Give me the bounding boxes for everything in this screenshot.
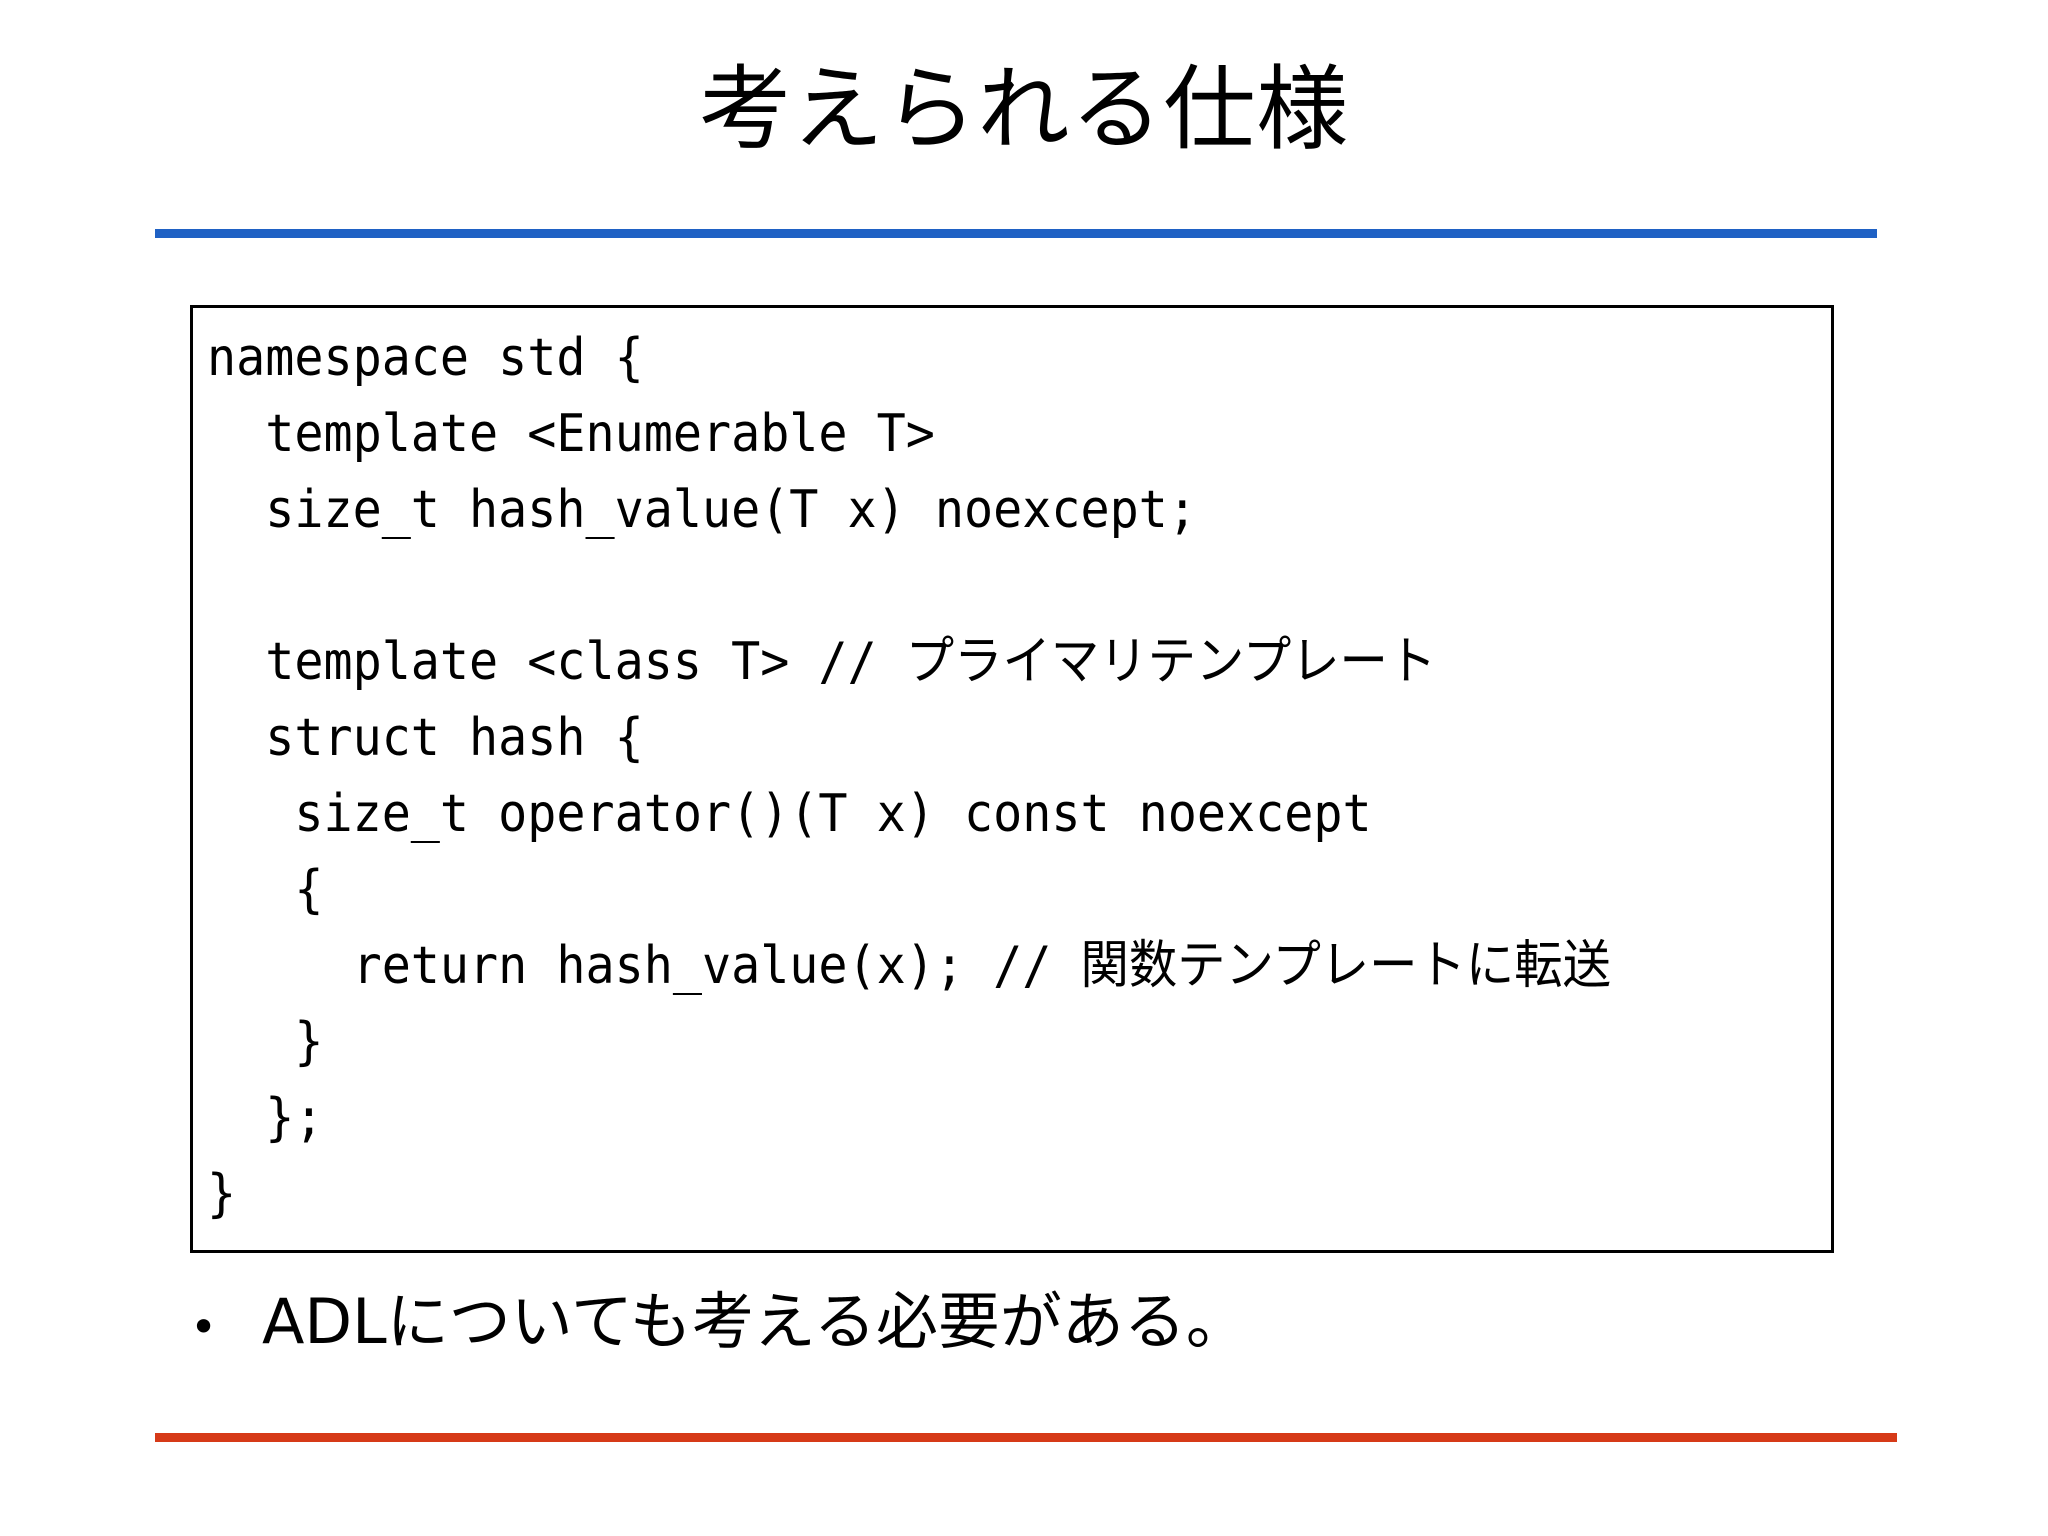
code-line: } (207, 1012, 324, 1072)
code-line: template <Enumerable T> (207, 404, 935, 464)
code-block-content: namespace std { template <Enumerable T> … (207, 320, 1831, 1250)
code-line: struct hash { (207, 708, 644, 768)
footer-divider-rule (155, 1433, 1897, 1442)
code-line: } (207, 1164, 237, 1224)
code-line: }; (207, 1088, 324, 1148)
page-title: 考えられる仕様 (698, 56, 1350, 163)
title-divider-rule (155, 229, 1877, 238)
code-line: namespace std { (207, 328, 644, 388)
code-line: size_t hash_value(T x) noexcept; (207, 480, 1197, 540)
code-block: namespace std { template <Enumerable T> … (190, 305, 1834, 1253)
bullet-item: • ADLについても考える必要がある。 (190, 1285, 1248, 1358)
bullet-text: ADLについても考える必要がある。 (262, 1285, 1248, 1358)
code-line: template <class T> // プライマリテンプレート (207, 632, 1437, 692)
bullet-marker-icon: • (190, 1300, 218, 1354)
code-line: size_t operator()(T x) const noexcept (207, 784, 1372, 844)
code-line-blank (207, 548, 1717, 624)
code-line: return hash_value(x); // 関数テンプレートに転送 (207, 936, 1611, 996)
code-line: { (207, 860, 324, 920)
